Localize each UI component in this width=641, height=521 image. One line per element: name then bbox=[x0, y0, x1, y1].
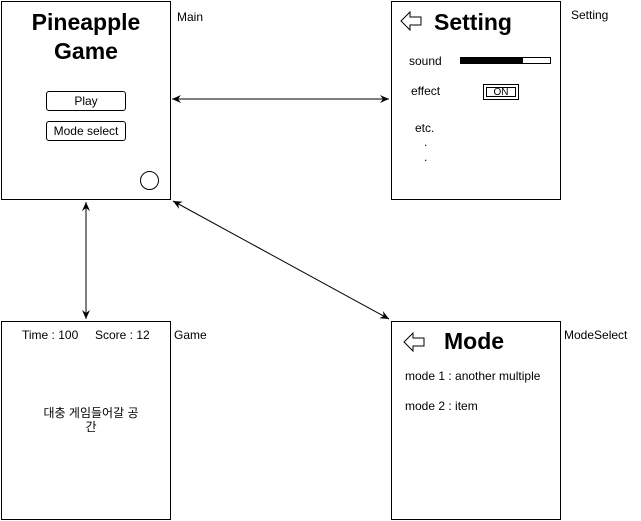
etc-dot-1: . bbox=[424, 135, 428, 149]
play-button[interactable]: Play bbox=[46, 91, 126, 111]
game-label: Game bbox=[174, 328, 207, 342]
sound-slider-fill bbox=[461, 58, 524, 63]
main-title-line1: Pineapple bbox=[31, 9, 141, 35]
main-title: Pineapple Game bbox=[2, 8, 170, 66]
setting-title: Setting bbox=[434, 9, 512, 35]
game-placeholder-line1: 대충 게임들어갈 공 bbox=[43, 406, 139, 420]
mode-select-button[interactable]: Mode select bbox=[46, 121, 126, 141]
back-arrow-icon[interactable] bbox=[400, 11, 422, 31]
main-title-line2: Game bbox=[54, 38, 118, 64]
etc-dot-2: . bbox=[424, 150, 428, 164]
game-area-placeholder: 대충 게임들어갈 공 간 bbox=[2, 406, 180, 434]
sound-slider[interactable] bbox=[460, 57, 551, 64]
effect-toggle-label: ON bbox=[486, 87, 516, 98]
back-arrow-icon[interactable] bbox=[403, 332, 425, 352]
circle-button[interactable] bbox=[140, 171, 159, 190]
time-text: Time : 100 bbox=[22, 328, 79, 342]
setting-screen: Setting sound effect ON etc. . . bbox=[391, 1, 561, 200]
main-screen: Pineapple Game Play Mode select bbox=[1, 1, 171, 200]
mode-2-option[interactable]: mode 2 : item bbox=[405, 399, 478, 413]
mode-1-option[interactable]: mode 1 : another multiple bbox=[405, 369, 541, 383]
game-screen: Time : 100 Score : 12 대충 게임들어갈 공 간 bbox=[1, 321, 171, 520]
game-placeholder-line2: 간 bbox=[85, 420, 97, 434]
arrow-main-modeselect bbox=[172, 200, 390, 320]
modeselect-label: ModeSelect bbox=[564, 328, 628, 342]
main-label: Main bbox=[177, 10, 204, 24]
effect-toggle[interactable]: ON bbox=[483, 84, 519, 100]
modeselect-screen: Mode mode 1 : another multiple mode 2 : … bbox=[391, 321, 561, 520]
sound-label: sound bbox=[409, 54, 442, 68]
mode-title: Mode bbox=[444, 328, 505, 354]
effect-label: effect bbox=[411, 84, 441, 98]
setting-label: Setting bbox=[571, 8, 609, 22]
score-text: Score : 12 bbox=[95, 328, 150, 342]
etc-label: etc. bbox=[415, 121, 435, 135]
